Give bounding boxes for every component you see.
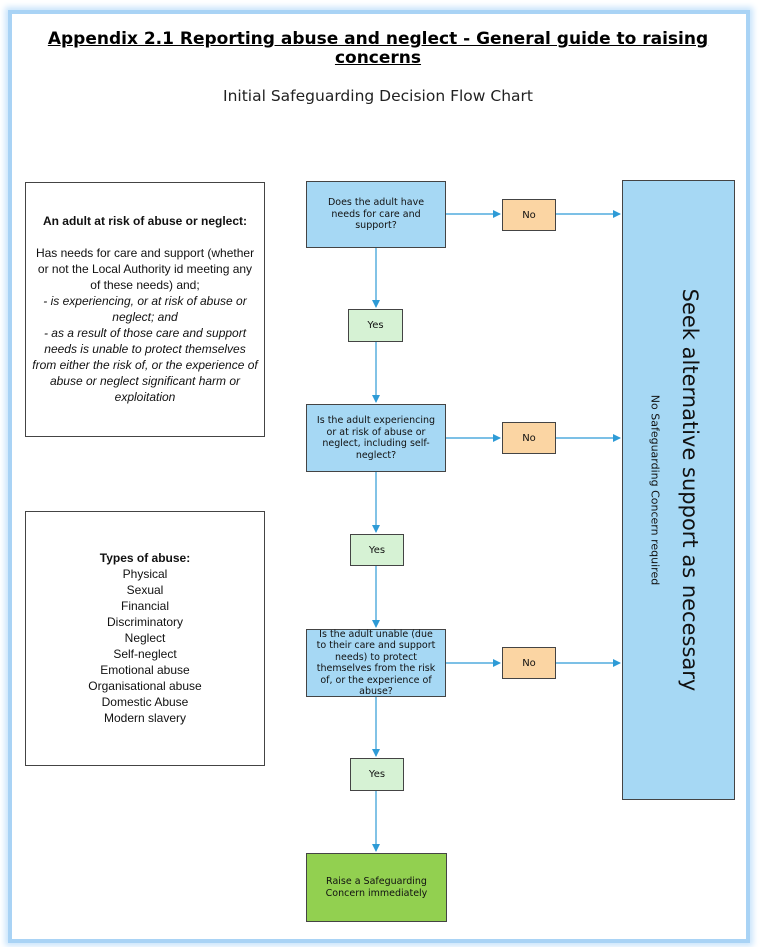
abuse-type-item: Domestic Abuse	[101, 695, 189, 709]
abuse-type-item: Discriminatory	[106, 615, 183, 629]
abuse-type-item: Organisational abuse	[88, 679, 202, 693]
abuse-types-heading: Types of abuse:	[99, 551, 191, 565]
definition-panel: An adult at risk of abuse or neglect: Ha…	[25, 182, 265, 437]
abuse-type-item: Modern slavery	[103, 711, 187, 725]
abuse-type-item: Self-neglect	[113, 647, 177, 661]
abuse-type-item: Financial	[120, 599, 170, 613]
abuse-type-item: Physical	[122, 567, 168, 581]
definition-heading: An adult at risk of abuse or neglect:	[42, 214, 248, 228]
alternative-support-label: Seek alternative support as necessary	[678, 288, 702, 692]
no-box-1: No	[502, 199, 556, 231]
chart-subtitle: Initial Safeguarding Decision Flow Chart	[223, 87, 533, 105]
definition-line-2: - is experiencing, or at risk of abuse o…	[43, 294, 247, 324]
no-box-3: No	[502, 647, 556, 679]
no-concern-label: No Safeguarding Concern required	[648, 394, 662, 586]
question-1-box: Does the adult have needs for care and s…	[306, 181, 446, 248]
abuse-type-item: Emotional abuse	[100, 663, 190, 677]
yes-box-2: Yes	[350, 534, 404, 566]
page-title: Appendix 2.1 Reporting abuse and neglect…	[47, 29, 709, 68]
no-box-2: No	[502, 422, 556, 454]
abuse-type-item: Neglect	[124, 631, 166, 645]
definition-line-1: Has needs for care and support (whether …	[35, 246, 255, 292]
raise-concern-box: Raise a Safeguarding Concern immediately	[306, 853, 447, 922]
yes-box-3: Yes	[350, 758, 404, 791]
question-3-box: Is the adult unable (due to their care a…	[306, 629, 446, 697]
yes-box-1: Yes	[348, 309, 403, 342]
definition-line-3: - as a result of those care and support …	[32, 326, 258, 404]
abuse-types-panel: Types of abuse: Physical Sexual Financia…	[25, 511, 265, 766]
question-2-box: Is the adult experiencing or at risk of …	[306, 404, 446, 472]
alternative-support-box	[622, 180, 735, 800]
abuse-type-item: Sexual	[126, 583, 164, 597]
